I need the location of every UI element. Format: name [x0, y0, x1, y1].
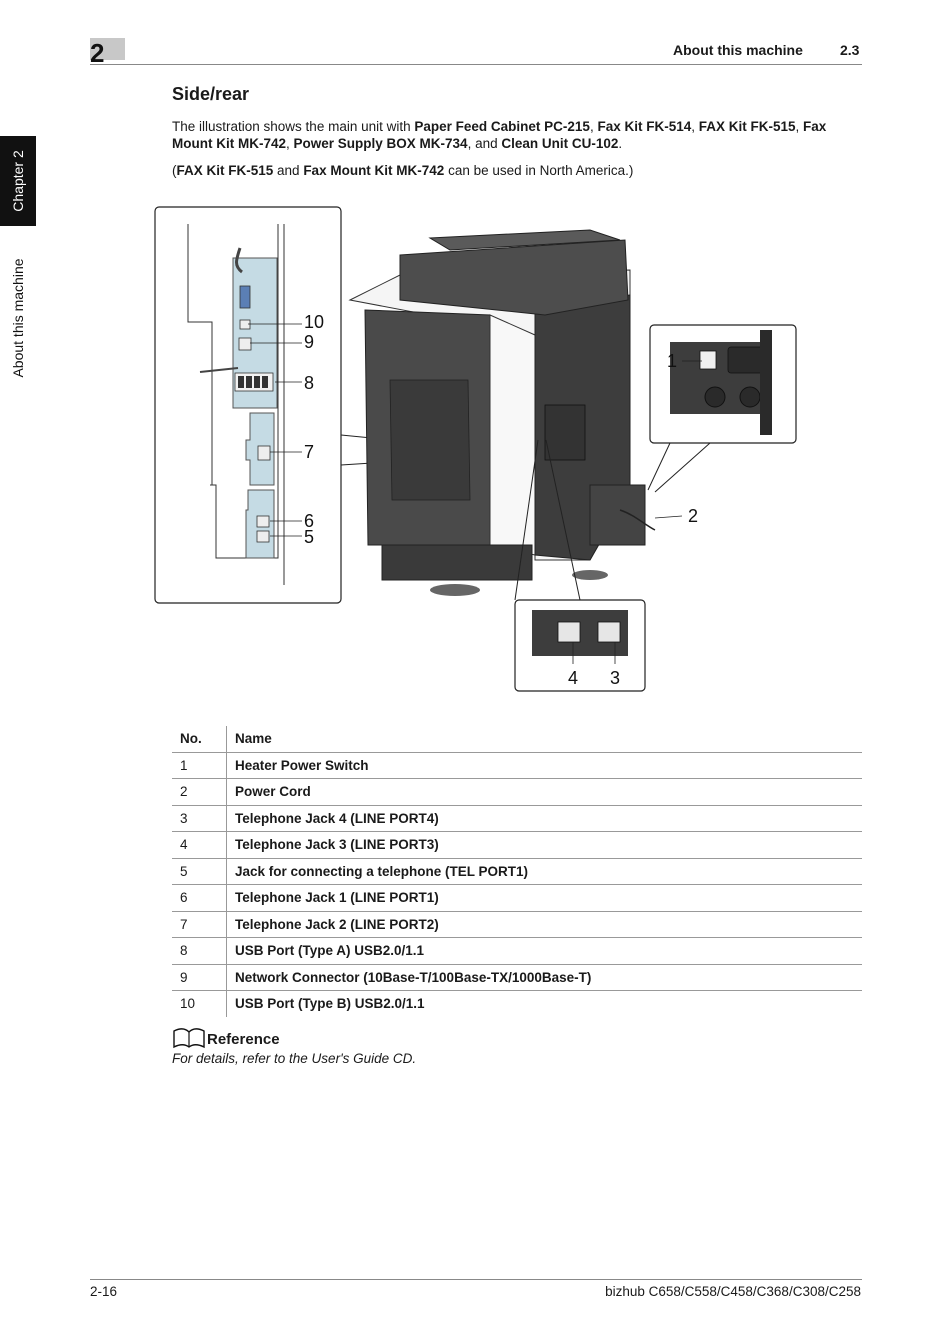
row-name: USB Port (Type B) USB2.0/1.1: [235, 996, 425, 1012]
row-no: 5: [172, 858, 227, 885]
row-name: Telephone Jack 4 (LINE PORT4): [226, 805, 862, 832]
intro-product: Power Supply BOX MK-734: [293, 136, 468, 151]
intro-text: ,: [589, 119, 598, 134]
row-no: 2: [172, 778, 227, 806]
intro-text: ,: [691, 119, 699, 134]
chapter-side-tab: [0, 136, 36, 226]
chapter-number-box: [90, 38, 125, 60]
connector-panel-detail: [154, 206, 342, 604]
intro-product: Paper Feed Cabinet PC-215: [414, 119, 590, 134]
reference-text: For details, refer to the User's Guide C…: [172, 1051, 417, 1066]
row-no: 6: [172, 884, 227, 912]
note-product: Fax Mount Kit MK-742: [303, 163, 445, 178]
chapter-number: 2: [90, 38, 105, 68]
section-side-label: About this machine: [10, 258, 26, 378]
row-no: 1: [172, 752, 227, 779]
row-no: 8: [172, 937, 227, 965]
row-no: 4: [172, 831, 227, 859]
row-no: 9: [172, 964, 227, 991]
row-name: Power Cord: [226, 778, 862, 806]
intro-paragraph: The illustration shows the main unit wit…: [172, 118, 862, 152]
book-icon: [173, 1028, 205, 1049]
product-model: bizhub C658/C558/C458/C368/C308/C258: [605, 1284, 861, 1299]
table-row: 10 USB Port (Type B) USB2.0/1.1: [172, 990, 862, 1017]
row-name: Jack for connecting a telephone (TEL POR…: [226, 858, 862, 885]
column-header-no: No.: [172, 726, 227, 753]
reference-title: Reference: [207, 1031, 280, 1048]
callout-3: 3: [610, 668, 620, 688]
note-text: can be used in North America.): [444, 163, 634, 178]
intro-product: Fax Mount Kit MK-742: [172, 119, 827, 151]
callout-10: 10: [304, 312, 324, 332]
row-no: 7: [172, 911, 227, 938]
row-name: Telephone Jack 1 (LINE PORT1): [226, 884, 862, 912]
callout-1: 1: [667, 351, 677, 371]
callout-8: 8: [304, 373, 314, 393]
machine-body: [348, 229, 656, 596]
callout-7: 7: [304, 442, 314, 462]
intro-product: Fax Kit FK-514: [597, 119, 692, 134]
note-text: (: [172, 163, 177, 178]
callout-5: 5: [304, 527, 314, 547]
callout-4: 4: [568, 668, 578, 688]
row-no: 10: [172, 990, 227, 1017]
row-no: 3: [172, 805, 227, 832]
intro-text: The illustration shows the main unit wit…: [172, 119, 415, 134]
row-name: Telephone Jack 3 (LINE PORT3): [226, 831, 862, 859]
row-name: Network Connector (10Base-T/100Base-TX/1…: [226, 964, 862, 991]
row-name: Heater Power Switch: [226, 752, 862, 779]
page-number: 2-16: [90, 1284, 118, 1299]
note-text: and: [273, 163, 304, 178]
intro-text: ,: [286, 136, 294, 151]
note-product: FAX Kit FK-515: [176, 163, 274, 178]
intro-product: FAX Kit FK-515: [698, 119, 796, 134]
callout-6: 6: [304, 511, 314, 531]
callout-2: 2: [688, 506, 698, 526]
footer-divider: [90, 1279, 862, 1280]
intro-text: , and: [467, 136, 502, 151]
chapter-side-tab-label: Chapter 2: [10, 150, 26, 212]
telephone-jack-detail: [514, 439, 646, 692]
header-title: About this machine: [673, 42, 803, 58]
intro-text: ,: [795, 119, 804, 134]
callout-9: 9: [304, 332, 314, 352]
row-name: USB Port (Type A) USB2.0/1.1: [226, 937, 862, 965]
availability-note: (FAX Kit FK-515 and Fax Mount Kit MK-742…: [172, 162, 862, 179]
header-divider: [90, 64, 862, 65]
machine-side-rear-illustration: 10 9 8 7 6 5 1 2 4 3: [154, 206, 797, 692]
intro-product: Clean Unit CU-102: [501, 136, 619, 151]
intro-text: .: [618, 136, 623, 151]
table-header-row: No. Name: [172, 726, 862, 753]
row-name: Telephone Jack 2 (LINE PORT2): [226, 911, 862, 938]
column-header-name: Name: [226, 726, 862, 753]
heater-switch-detail: [647, 324, 797, 519]
section-title: Side/rear: [172, 84, 250, 104]
header-section-number: 2.3: [840, 42, 860, 58]
